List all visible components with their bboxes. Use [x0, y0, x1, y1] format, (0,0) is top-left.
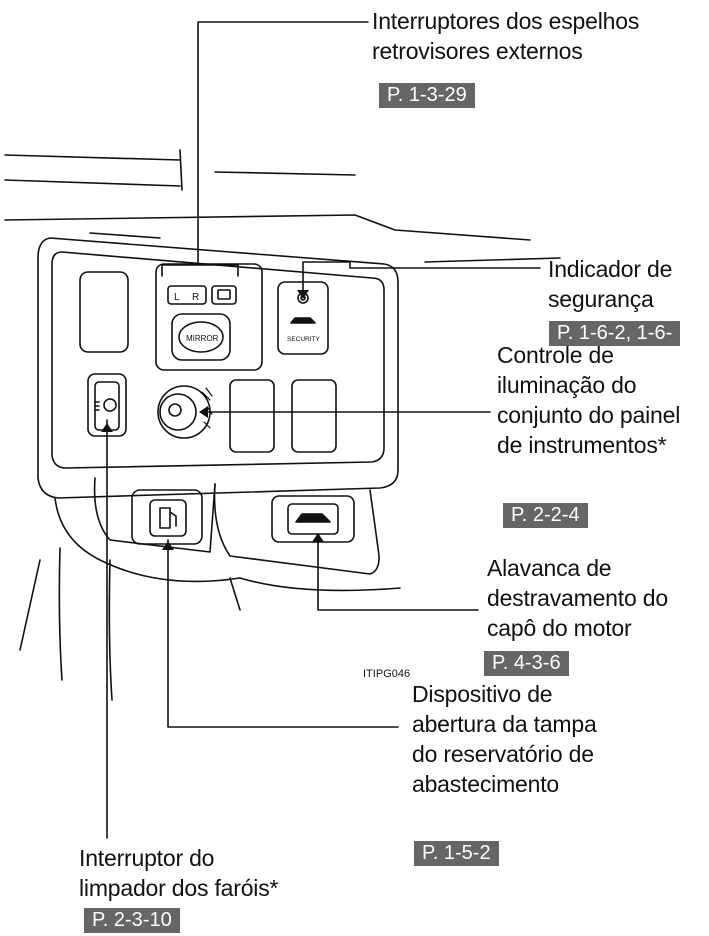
dash-line	[4, 179, 181, 187]
callout-line: limpador dos faróis*	[79, 875, 279, 901]
mirror-fold-switch	[211, 285, 237, 305]
mirror-fold-icon	[217, 289, 231, 300]
callout-line: segurança	[548, 286, 654, 312]
headlight-cleaner-icon	[94, 398, 117, 412]
ref-fuel: P. 1-5-2	[414, 841, 499, 866]
callout-line: Interruptores dos espelhos	[372, 8, 640, 34]
dash-line	[179, 149, 183, 191]
callout-line: de instrumentos*	[497, 432, 667, 458]
fuel-pump-icon	[159, 507, 177, 529]
fuel-opener-lever	[149, 499, 187, 537]
leader-hood	[317, 534, 479, 611]
leader-mirrors	[197, 21, 369, 266]
callout-line: do reservatório de	[412, 741, 594, 767]
dash-line	[4, 154, 181, 161]
callout-line: retrovisores externos	[372, 38, 583, 64]
ref-security: P. 1-6-2, 1-6-	[549, 321, 681, 346]
panel-outer	[37, 237, 399, 499]
callout-line: abastecimento	[412, 771, 559, 797]
callout-line: Dispositivo de	[412, 681, 553, 707]
blank-slot	[229, 379, 275, 453]
security-label: SECURITY	[287, 336, 321, 343]
callout-line: Indicador de	[548, 256, 673, 282]
lower-console-left	[93, 477, 216, 553]
dash-line	[214, 171, 356, 176]
callout-line: abertura da tampa	[412, 711, 597, 737]
callout-wiper: Interruptor do limpador dos faróis*	[79, 843, 278, 903]
mirror-knob-inner	[178, 321, 224, 353]
hood-release-lever	[287, 503, 339, 535]
ref-dimmer: P. 2-2-4	[503, 503, 588, 528]
mirror-switch-block	[155, 263, 263, 371]
dimmer-icon	[168, 403, 182, 417]
mirror-knob-outer	[171, 313, 231, 361]
mirror-r-label: R	[192, 292, 199, 303]
ref-mirrors: P. 1-3-29	[379, 83, 475, 108]
callout-line: Alavanca de	[487, 555, 612, 581]
callout-security: Indicador de segurança	[548, 254, 672, 314]
mirror-knob-label: MIRROR	[186, 334, 219, 343]
leader-fuel	[167, 539, 399, 728]
ref-wiper: P. 2-3-10	[84, 908, 180, 933]
callout-hood: Alavanca de destravamento do capô do mot…	[487, 553, 668, 643]
security-car-icon	[290, 317, 316, 324]
callout-line: capô do motor	[487, 615, 632, 641]
mirror-selector-bracket	[161, 264, 239, 277]
mirror-l-label: L	[174, 292, 180, 303]
callout-fuel: Dispositivo de abertura da tampa do rese…	[412, 679, 597, 799]
blank-slot	[79, 271, 129, 353]
callout-line: Interruptor do	[79, 845, 215, 871]
hood-car-icon	[295, 513, 331, 523]
panel-inner	[51, 251, 385, 469]
mirror-lr-switch	[167, 285, 207, 305]
callout-mirrors: Interruptores dos espelhos retrovisores …	[372, 6, 639, 66]
callout-line: Controle de	[497, 342, 614, 368]
dimmer-dial-inner	[159, 393, 197, 431]
dash-line	[4, 214, 531, 241]
callout-line: destravamento do	[487, 585, 668, 611]
leader-security	[302, 261, 541, 291]
callout-line: conjunto do painel	[497, 402, 681, 428]
blank-slot	[291, 379, 337, 453]
figure-code: ITIPG046	[363, 668, 411, 680]
ref-hood: P. 4-3-6	[484, 651, 569, 676]
lower-console-right	[213, 483, 380, 575]
callout-dimmer: Controle de iluminação do conjunto do pa…	[497, 340, 680, 460]
dash-line	[424, 257, 561, 263]
dash-line	[89, 232, 161, 239]
callout-line: iluminação do	[497, 372, 637, 398]
